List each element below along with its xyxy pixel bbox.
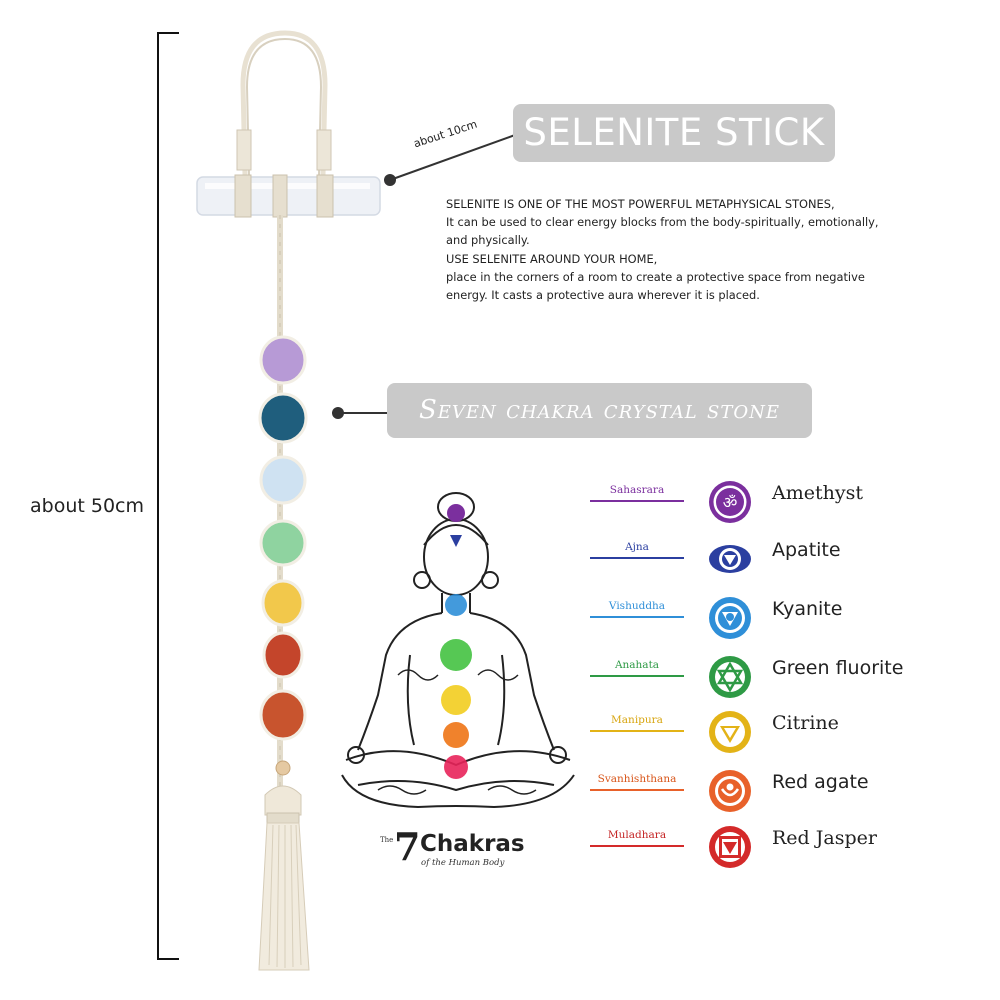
chakra-row-vishuddha: Vishuddha Kyanite [590, 597, 990, 648]
throat-chakra-icon [709, 597, 751, 639]
description-line: place in the corners of a room to create… [446, 269, 865, 284]
sanskrit-underline [590, 557, 684, 559]
sanskrit-underline [590, 845, 684, 847]
sanskrit-name: Muladhara [607, 829, 667, 841]
chakra-row-anahata: Anahata Green fluorite [590, 656, 990, 707]
sanskrit-underline [590, 789, 684, 791]
heart-chakra-icon [709, 656, 751, 698]
sanskrit-name: Svanhishthana [597, 773, 677, 785]
svg-text:ॐ: ॐ [723, 493, 738, 512]
sanskrit-name: Manipura [611, 714, 663, 726]
selenite-pointer-line [384, 134, 516, 186]
logo-word: Chakras [420, 831, 525, 857]
description-line: energy. It casts a protective aura where… [446, 288, 760, 303]
sanskrit-underline [590, 675, 684, 677]
chakra-title-pill: Seven chakra crystal stone [387, 383, 812, 438]
sanskrit-name: Anahata [614, 659, 660, 671]
third-eye-chakra-icon [709, 545, 751, 573]
om-icon: ॐ [709, 481, 751, 523]
stone-name: Red Jasper [772, 827, 877, 849]
length-label: about 50cm [30, 495, 144, 517]
selenite-description: SELENITE IS ONE OF THE MOST POWERFUL MET… [446, 195, 936, 304]
length-bracket-bottom [157, 958, 179, 960]
sanskrit-name: Ajna [625, 541, 649, 553]
sanskrit-name: Vishuddha [608, 600, 666, 612]
length-bracket-top [157, 32, 179, 34]
chakra-pointer-line [332, 407, 388, 419]
stone-name: Citrine [772, 712, 839, 734]
stone-name: Green fluorite [772, 657, 904, 679]
sanskrit-underline [590, 616, 684, 618]
stone-name: Red agate [772, 771, 869, 793]
solar-plexus-chakra-icon [709, 711, 751, 753]
description-line: and physically. [446, 233, 530, 248]
product-illustration [196, 30, 381, 971]
stone-name: Amethyst [772, 482, 863, 504]
logo-subtitle: of the Human Body [421, 858, 505, 868]
sanskrit-underline [590, 730, 684, 732]
root-chakra-icon [709, 826, 751, 868]
chakra-row-svadhisthana: Svanhishthana Red agate [590, 770, 990, 821]
selenite-title-pill: SELENITE STICK [513, 104, 835, 162]
chakra-row-ajna: Ajna Apatite [590, 539, 990, 589]
description-line: USE SELENITE AROUND YOUR HOME, [446, 251, 658, 266]
logo-number: 7 [394, 824, 421, 869]
chakra-row-sahasrara: Sahasrara ॐ Amethyst [590, 481, 990, 532]
stone-name: Apatite [772, 539, 841, 561]
description-line: It can be used to clear energy blocks fr… [446, 215, 879, 230]
chakra-row-manipura: Manipura Citrine [590, 711, 990, 762]
stone-name: Kyanite [772, 598, 843, 620]
description-line: SELENITE IS ONE OF THE MOST POWERFUL MET… [446, 197, 835, 211]
sanskrit-name: Sahasrara [609, 484, 665, 496]
sacral-chakra-icon [709, 770, 751, 812]
meditating-figure-illustration [341, 492, 575, 809]
chakra-row-muladhara: Muladhara Red Jasper [590, 826, 990, 877]
length-bracket-line [157, 32, 159, 960]
logo-prefix: The [380, 836, 394, 844]
sanskrit-underline [590, 500, 684, 502]
